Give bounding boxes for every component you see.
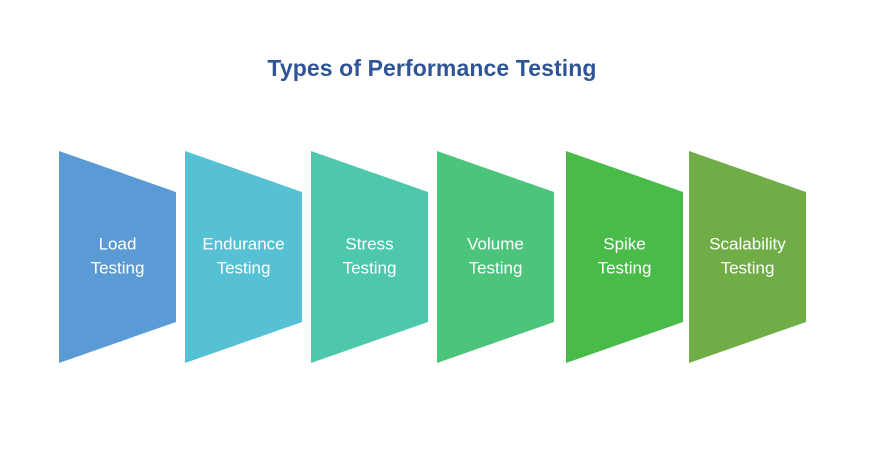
step-label-line: Testing bbox=[469, 258, 523, 277]
step-label-line: Scalability bbox=[709, 234, 786, 253]
step-shape bbox=[59, 151, 176, 363]
step-label-line: Testing bbox=[343, 258, 397, 277]
step-label-line: Testing bbox=[91, 258, 145, 277]
step-shape bbox=[311, 151, 428, 363]
diagram-title: Types of Performance Testing bbox=[267, 55, 597, 81]
step-label-line: Endurance bbox=[202, 234, 284, 253]
step-label-line: Load bbox=[99, 234, 137, 253]
step-label-line: Volume bbox=[467, 234, 524, 253]
step-shape bbox=[689, 151, 806, 363]
step-label-line: Testing bbox=[217, 258, 271, 277]
step-shape bbox=[566, 151, 683, 363]
step-label-line: Testing bbox=[598, 258, 652, 277]
step-label-line: Stress bbox=[345, 234, 393, 253]
step-label-line: Testing bbox=[721, 258, 775, 277]
step-shape bbox=[437, 151, 554, 363]
step-label-line: Spike bbox=[603, 234, 646, 253]
step-shape bbox=[185, 151, 302, 363]
